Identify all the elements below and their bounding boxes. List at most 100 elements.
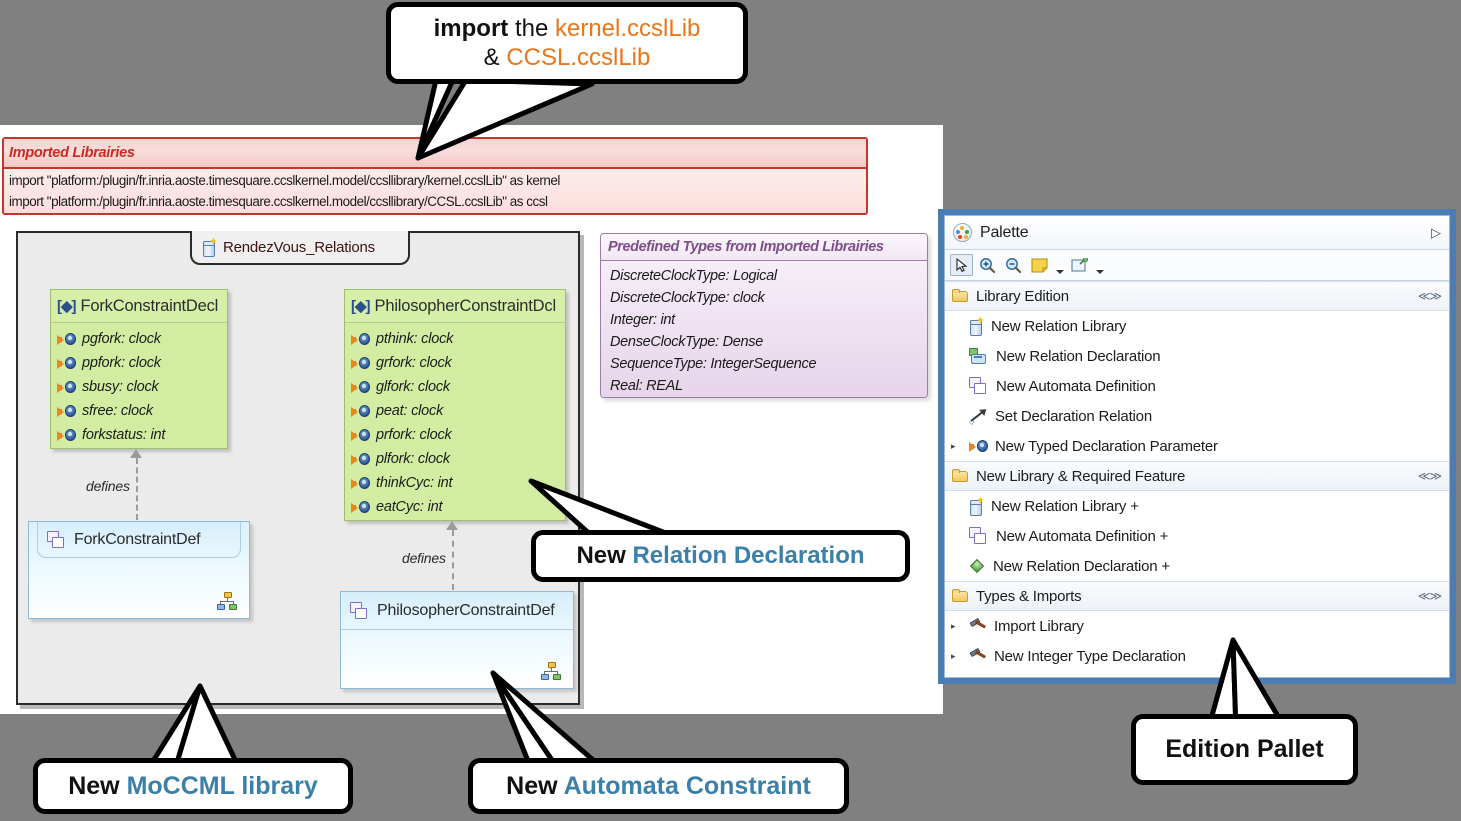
parameter-icon (57, 332, 76, 347)
palette-item-new-relation-declaration[interactable]: ▸ New Relation Declaration (945, 341, 1449, 371)
class-attributes: pgfork: clock ppfork: clock sbusy: clock… (51, 323, 227, 451)
pin-tool-dropdown[interactable] (1094, 252, 1105, 279)
palette-item-label: New Automata Definition + (996, 527, 1169, 545)
hammer-icon (969, 647, 987, 664)
parameter-icon (57, 404, 76, 419)
attribute-label: pthink: clock (376, 331, 454, 347)
palette-panel[interactable]: Palette ▷ L (938, 209, 1456, 684)
palette-item-new-automata-definition[interactable]: ▸ New Automata Definition (945, 371, 1449, 401)
palette-item-new-relation-library-plus[interactable]: ▸ ✦ New Relation Library + (945, 491, 1449, 521)
collapse-icon[interactable]: ≪≫ (1417, 469, 1442, 483)
class-box-philosopher-constraint-decl[interactable]: [◆] PhilosopherConstraintDcl pthink: clo… (344, 289, 566, 521)
imported-libraries-body: import "platform:/plugin/fr.inria.aoste.… (4, 169, 866, 213)
palette-expand-icon[interactable]: ▷ (1431, 224, 1441, 240)
palette-group-types-imports[interactable]: Types & Imports ≪≫ (945, 581, 1449, 611)
palette-group-library-edition[interactable]: Library Edition ≪≫ (945, 281, 1449, 311)
library-jar-icon: ✦ (202, 236, 218, 257)
zoom-out-tool-button[interactable] (1002, 254, 1025, 276)
diagram-frame-title: RendezVous_Relations (223, 238, 375, 256)
diagram-frame[interactable]: ✦ RendezVous_Relations [◆] ForkConstrain… (16, 231, 580, 705)
expand-arrow-icon[interactable]: ▸ (951, 650, 956, 661)
attribute-row: prfork: clock (351, 423, 565, 447)
declaration-marker-icon: [◆] (351, 298, 371, 315)
parameter-icon (351, 500, 370, 515)
attribute-row: sbusy: clock (57, 375, 227, 399)
attribute-label: glfork: clock (376, 379, 450, 395)
callout-highlight: Automata Constraint (563, 771, 811, 800)
defines-connector (452, 530, 454, 590)
palette-group-label: New Library & Required Feature (976, 467, 1186, 485)
palette-item-import-library[interactable]: ▸ Import Library (945, 611, 1449, 641)
diagram-frame-tab[interactable]: ✦ RendezVous_Relations (190, 231, 410, 265)
collapse-icon[interactable]: ≪≫ (1417, 289, 1442, 303)
callout-new-moccml-library: New MoCCML library (33, 758, 353, 814)
attribute-label: prfork: clock (376, 427, 452, 443)
palette-title-bar: Palette ▷ (945, 216, 1449, 250)
pin-tool-button[interactable] (1068, 254, 1091, 276)
folder-icon (952, 469, 969, 483)
zoom-in-tool-button[interactable] (976, 254, 999, 276)
parameter-icon (57, 380, 76, 395)
class-header: ForkConstraintDef (37, 522, 241, 558)
callout-highlight: kernel.ccslLib (554, 14, 701, 42)
palette-item-set-declaration-relation[interactable]: ▸ ◇ Set Declaration Relation (945, 401, 1449, 431)
palette-item-label: New Typed Declaration Parameter (995, 437, 1218, 455)
parameter-icon (57, 428, 76, 443)
import-statement: import "platform:/plugin/fr.inria.aoste.… (9, 173, 560, 188)
attribute-label: grfork: clock (376, 355, 452, 371)
imported-libraries-panel[interactable]: Imported Librairies import "platform:/pl… (2, 137, 868, 215)
expand-arrow-icon[interactable]: ▸ (951, 620, 956, 631)
defines-arrowhead (446, 521, 458, 530)
class-name: PhilosopherConstraintDcl (374, 296, 557, 315)
class-name: ForkConstraintDef (74, 530, 201, 548)
library-jar-icon: ✦ (969, 315, 985, 336)
palette-item-label: New Relation Library + (991, 497, 1139, 515)
typed-parameter-icon (969, 439, 988, 454)
callout-text: New (506, 771, 564, 800)
parameter-icon (351, 404, 370, 419)
predefined-types-title: Predefined Types from Imported Librairie… (608, 239, 884, 255)
attribute-label: thinkCyc: int (376, 475, 453, 491)
attribute-label: pgfork: clock (82, 331, 161, 347)
attribute-label: plfork: clock (376, 451, 450, 467)
palette-item-new-typed-declaration-parameter[interactable]: ▸ New Typed Declaration Parameter (945, 431, 1449, 461)
class-box-philosopher-constraint-def[interactable]: PhilosopherConstraintDef (340, 591, 574, 689)
callout-highlight: CCSL.ccslLib (506, 44, 651, 71)
type-row: DiscreteClockType: clock (610, 290, 765, 306)
callout-import-libraries: import the kernel.ccslLib & CCSL.ccslLib (386, 2, 748, 84)
palette-item-new-relation-library[interactable]: ▸ ✦ New Relation Library (945, 311, 1449, 341)
attribute-row: thinkCyc: int (351, 471, 565, 495)
palette-groups: Library Edition ≪≫ ▸ ✦ New Relation Libr… (945, 281, 1449, 677)
collapse-icon[interactable]: ≪≫ (1417, 589, 1442, 603)
type-row: Integer: int (610, 312, 675, 328)
type-row: SequenceType: IntegerSequence (610, 356, 817, 372)
attribute-row: eatCyc: int (351, 495, 565, 519)
expand-arrow-icon[interactable]: ▸ (951, 440, 956, 451)
palette-item-new-integer-type-declaration[interactable]: ▸ New Integer Type Declaration (945, 641, 1449, 671)
attribute-label: sfree: clock (82, 403, 153, 419)
palette-title: Palette (980, 223, 1029, 241)
class-box-fork-constraint-def[interactable]: ForkConstraintDef (28, 521, 250, 619)
defines-connector (136, 458, 138, 520)
automata-definition-icon (350, 601, 370, 620)
attribute-label: sbusy: clock (82, 379, 159, 395)
note-tool-dropdown[interactable] (1054, 252, 1065, 279)
attribute-row: ppfork: clock (57, 351, 227, 375)
attribute-row: sfree: clock (57, 399, 227, 423)
parameter-icon (351, 356, 370, 371)
callout-text: & (483, 44, 507, 71)
note-tool-button[interactable] (1028, 254, 1051, 276)
palette-group-new-library-required-feature[interactable]: New Library & Required Feature ≪≫ (945, 461, 1449, 491)
palette-item-new-automata-definition-plus[interactable]: ▸ New Automata Definition + (945, 521, 1449, 551)
imported-libraries-title: Imported Librairies (9, 145, 135, 161)
predefined-types-panel[interactable]: Predefined Types from Imported Librairie… (600, 233, 928, 398)
attribute-label: ppfork: clock (82, 355, 161, 371)
palette-item-label: New Integer Type Declaration (994, 647, 1186, 665)
select-tool-button[interactable] (950, 254, 973, 276)
class-box-fork-constraint-decl[interactable]: [◆] ForkConstraintDecl pgfork: clock ppf… (50, 289, 228, 449)
attribute-label: eatCyc: int (376, 499, 443, 515)
palette-toolbar[interactable] (945, 250, 1449, 281)
palette-item-new-relation-declaration-plus[interactable]: ▸ New Relation Declaration + (945, 551, 1449, 581)
library-jar-icon: ✦ (969, 495, 985, 516)
set-declaration-relation-icon: ◇ (969, 405, 989, 426)
